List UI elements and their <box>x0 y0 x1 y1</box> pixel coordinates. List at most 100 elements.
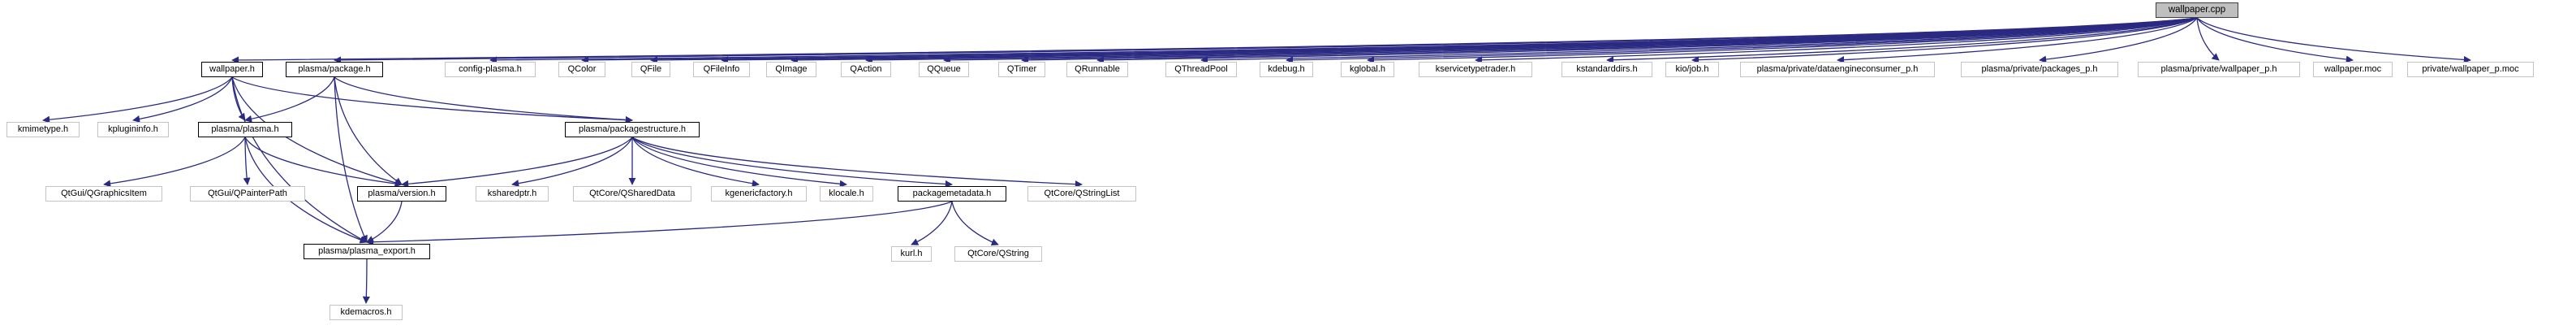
graph-edge <box>243 137 251 185</box>
graph-edge <box>334 17 2198 64</box>
graph-node-label: QtCore/QSharedData <box>589 189 675 198</box>
graph-node-qaction[interactable]: QAction <box>841 62 891 77</box>
graph-edge <box>911 201 953 245</box>
graph-node-label: plasma/plasma.h <box>211 124 279 134</box>
graph-node-dataengineconsumer-p[interactable]: plasma/private/dataengineconsumer_p.h <box>1740 62 1935 77</box>
graph-node-label: QColor <box>567 64 597 74</box>
graph-node-label: wallpaper.moc <box>2324 64 2382 74</box>
graph-edge <box>1691 17 2198 64</box>
graph-edge <box>103 137 246 188</box>
graph-node-kgenericfactory-h[interactable]: kgenericfactory.h <box>711 186 807 202</box>
graph-node-label: QtCore/QStringList <box>1044 189 1120 198</box>
graph-node-kservicetypetrader-h[interactable]: kservicetypetrader.h <box>1419 62 1532 77</box>
graph-node-label: kio/job.h <box>1675 64 1709 74</box>
graph-node-label: QThreadPool <box>1174 64 1228 74</box>
graph-node-klocale-h[interactable]: klocale.h <box>820 186 873 202</box>
graph-node-label: kgenericfactory.h <box>725 189 793 198</box>
graph-node-plasma-version-h[interactable]: plasma/version.h <box>357 186 446 202</box>
graph-node-label: kstandarddirs.h <box>1576 64 1638 74</box>
graph-node-qtimer[interactable]: QTimer <box>998 62 1045 77</box>
graph-node-qqueue[interactable]: QQueue <box>919 62 969 77</box>
graph-node-qshareddata[interactable]: QtCore/QSharedData <box>573 186 691 202</box>
graph-node-label: kplugininfo.h <box>108 124 158 134</box>
graph-node-plasma-export-h[interactable]: plasma/plasma_export.h <box>304 244 430 259</box>
graph-edge <box>2039 17 2198 63</box>
graph-node-label: kmimetype.h <box>17 124 69 134</box>
graph-edge <box>334 76 403 185</box>
graph-node-private-wallpaper-p-moc[interactable]: private/wallpaper_p.moc <box>2407 62 2534 77</box>
graph-edge <box>1367 17 2198 64</box>
graph-node-kglobal-h[interactable]: kglobal.h <box>1341 62 1394 77</box>
graph-node-kdebug-h[interactable]: kdebug.h <box>1260 62 1313 77</box>
graph-edge <box>2196 17 2220 61</box>
graph-node-plasma-plasma-h[interactable]: plasma/plasma.h <box>198 122 292 137</box>
graph-node-config-plasma-h[interactable]: config-plasma.h <box>445 62 536 77</box>
graph-edge <box>2196 17 2354 63</box>
graph-node-qcolor[interactable]: QColor <box>558 62 605 77</box>
graph-node-label: QImage <box>775 64 808 74</box>
graph-edge <box>511 137 633 188</box>
graph-node-qstringlist[interactable]: QtCore/QStringList <box>1027 186 1136 202</box>
graph-node-label: QFileInfo <box>703 64 740 74</box>
graph-node-label: QtCore/QString <box>967 249 1029 258</box>
graph-node-label: klocale.h <box>829 189 864 198</box>
graph-node-label: QtGui/QGraphicsItem <box>61 189 147 198</box>
graph-edge <box>631 137 953 189</box>
graph-node-label: kservicetypetrader.h <box>1435 64 1516 74</box>
graph-node-label: plasma/private/packages_p.h <box>1981 64 2098 74</box>
graph-node-label: plasma/private/wallpaper_p.h <box>2160 64 2277 74</box>
graph-edge <box>631 137 1083 189</box>
graph-node-label: ksharedptr.h <box>487 189 537 198</box>
graph-edge <box>2196 17 2471 63</box>
graph-node-qfile[interactable]: QFile <box>631 62 670 77</box>
graph-node-label: private/wallpaper_p.moc <box>2422 64 2519 74</box>
graph-node-label: kglobal.h <box>1349 64 1386 74</box>
graph-edge <box>1475 17 2198 64</box>
graph-node-kstandarddirs-h[interactable]: kstandarddirs.h <box>1562 62 1652 77</box>
graph-node-label: plasma/package.h <box>298 64 371 74</box>
graph-node-kplugininfo-h[interactable]: kplugininfo.h <box>97 122 169 137</box>
graph-node-label: plasma/packagestructure.h <box>578 124 687 134</box>
graph-node-label: config-plasma.h <box>459 64 522 74</box>
graph-node-kurl-h[interactable]: kurl.h <box>891 246 932 262</box>
graph-node-kmimetype-h[interactable]: kmimetype.h <box>6 122 80 137</box>
graph-edge <box>231 76 633 124</box>
graph-node-label: wallpaper.h <box>209 64 255 74</box>
graph-node-qimage[interactable]: QImage <box>766 62 816 77</box>
graph-node-kio-job-h[interactable]: kio/job.h <box>1665 62 1719 77</box>
graph-node-label: plasma/version.h <box>368 189 436 198</box>
graph-node-wallpaper-p[interactable]: plasma/private/wallpaper_p.h <box>2138 62 2300 77</box>
graph-node-qthreadpool[interactable]: QThreadPool <box>1165 62 1237 77</box>
graph-node-plasma-packagestructure-h[interactable]: plasma/packagestructure.h <box>565 122 700 137</box>
graph-edge <box>366 201 953 246</box>
graph-edge <box>231 76 403 187</box>
graph-edge <box>1286 17 2198 64</box>
graph-node-wallpaper-h[interactable]: wallpaper.h <box>201 62 263 77</box>
graph-node-packages-p[interactable]: plasma/private/packages_p.h <box>1961 62 2118 77</box>
graph-node-qstring[interactable]: QtCore/QString <box>954 246 1042 262</box>
graph-node-label: QtGui/QPainterPath <box>208 189 287 198</box>
graph-node-label: plasma/private/dataengineconsumer_p.h <box>1756 64 1919 74</box>
graph-edge <box>244 137 403 188</box>
graph-node-ksharedptr-h[interactable]: ksharedptr.h <box>476 186 549 202</box>
graph-edge <box>244 137 368 244</box>
graph-node-wallpaper-moc[interactable]: wallpaper.moc <box>2313 62 2393 77</box>
graph-node-label: plasma/plasma_export.h <box>318 246 416 256</box>
graph-node-qrunnable[interactable]: QRunnable <box>1066 62 1128 77</box>
graph-edge <box>366 201 403 243</box>
graph-node-qpainterpath[interactable]: QtGui/QPainterPath <box>190 186 305 202</box>
graph-edge <box>334 76 368 243</box>
graph-node-wallpaper-cpp[interactable]: wallpaper.cpp <box>2156 2 2238 18</box>
graph-node-plasma-package-h[interactable]: plasma/package.h <box>286 62 383 77</box>
graph-node-qfileinfo[interactable]: QFileInfo <box>693 62 750 77</box>
graph-node-label: kdebug.h <box>1268 64 1305 74</box>
graph-node-label: kdemacros.h <box>340 307 392 317</box>
graph-node-label: QAction <box>850 64 882 74</box>
graph-edge <box>132 76 233 123</box>
graph-node-kdemacros-h[interactable]: kdemacros.h <box>330 305 403 320</box>
graph-node-label: QRunnable <box>1075 64 1120 74</box>
graph-edge <box>362 258 370 304</box>
graph-node-qgraphicsitem[interactable]: QtGui/QGraphicsItem <box>45 186 162 202</box>
graph-node-packagemetadata-h[interactable]: packagemetadata.h <box>898 186 1006 202</box>
